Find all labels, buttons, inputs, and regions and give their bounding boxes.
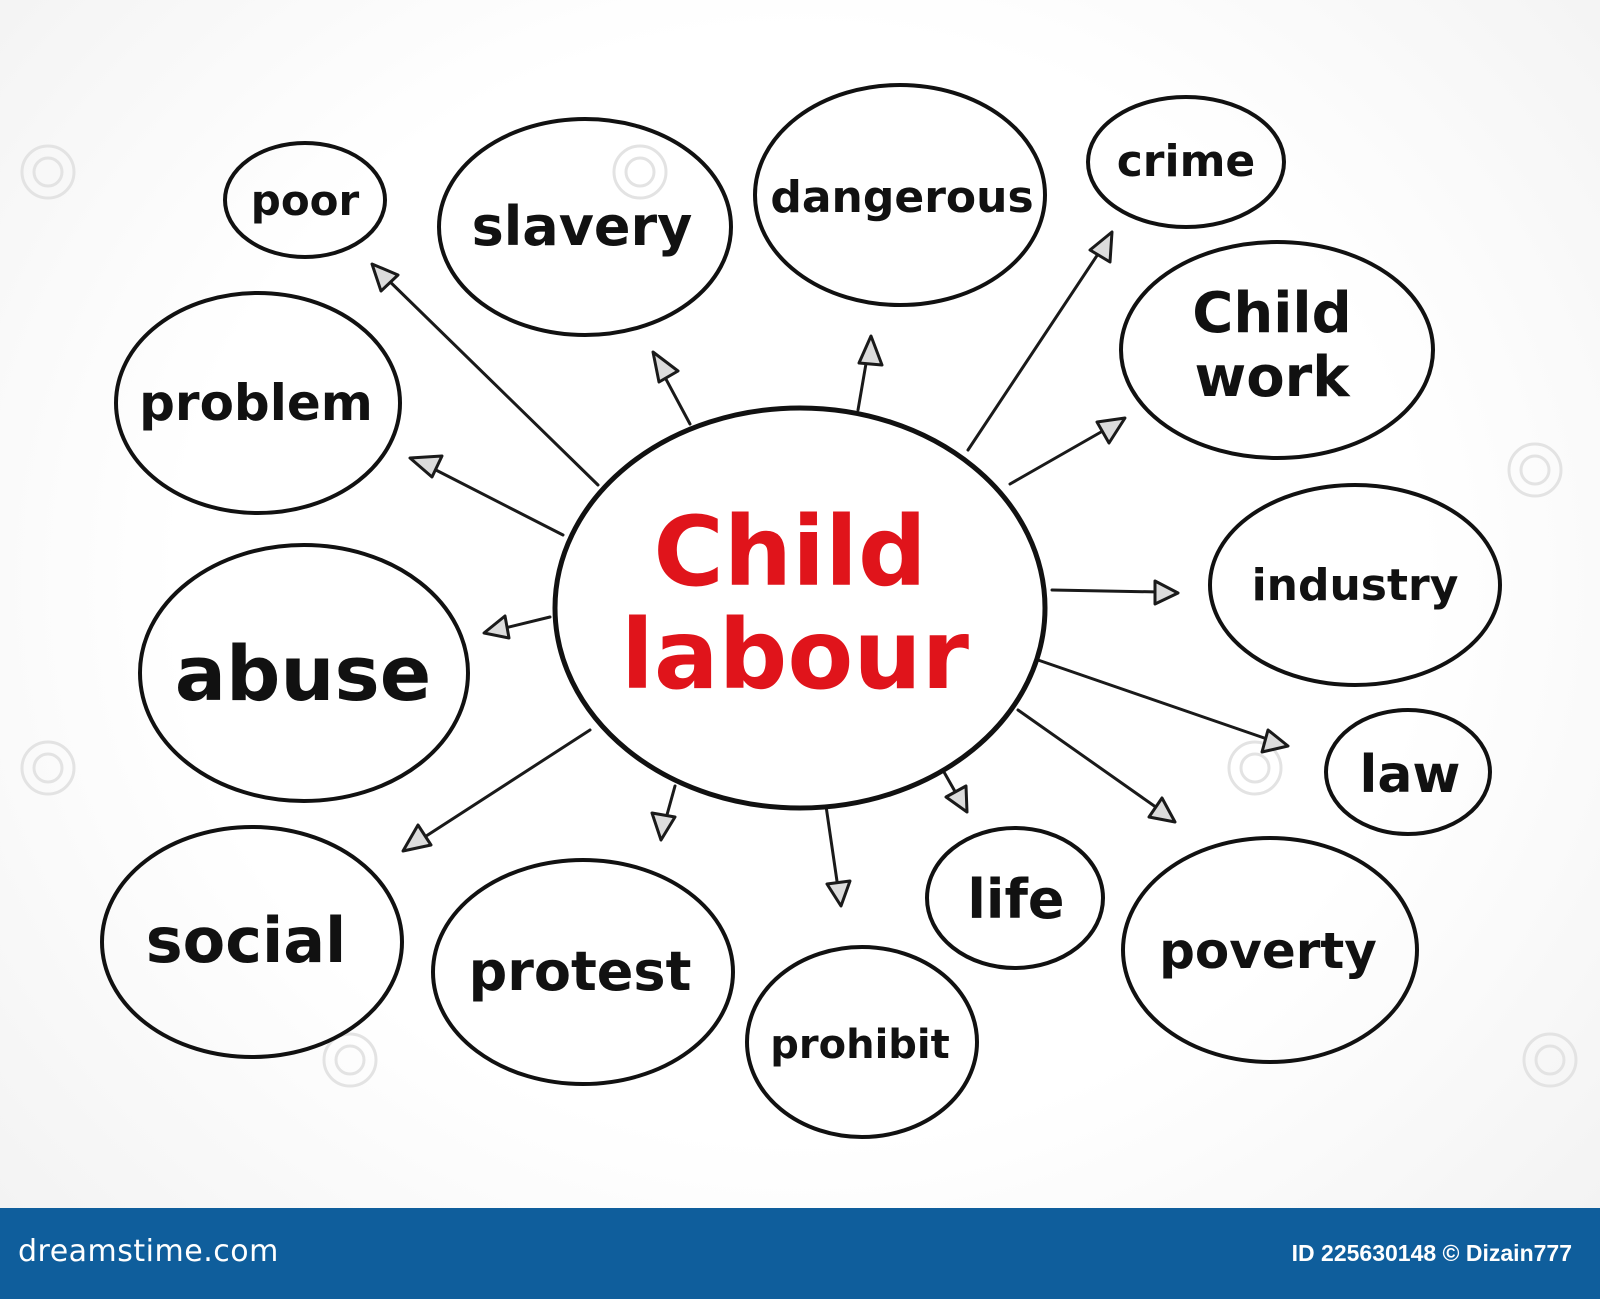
node-label-child-work-line1: Child	[1192, 281, 1351, 346]
arrowhead-abuse	[482, 614, 511, 640]
connectors	[370, 230, 1290, 908]
node-label-law: law	[1360, 745, 1461, 805]
arrowhead-protest	[650, 811, 677, 842]
connector-abuse	[503, 615, 552, 630]
footer-image-id: ID 225630148 © Dizain777	[1291, 1240, 1572, 1266]
node-ellipse-social	[100, 825, 404, 1059]
node-ellipse-poor	[223, 141, 387, 259]
node-ellipse-problem	[114, 291, 402, 515]
node-label-slavery: slavery	[472, 195, 693, 258]
node-ellipse-poverty	[1121, 836, 1419, 1064]
arrowhead-poor	[370, 262, 400, 293]
arrowhead-problem	[408, 454, 444, 479]
node-ellipse-industry	[1208, 483, 1502, 687]
node-label-child-work-line2: work	[1194, 345, 1351, 410]
arrowhead-social	[401, 823, 433, 853]
node-labels: poor slavery dangerous crime Child work …	[139, 136, 1460, 1068]
node-label-abuse: abuse	[175, 629, 432, 718]
connector-child-work	[1008, 426, 1110, 486]
node-ellipse-law	[1324, 708, 1492, 836]
node-label-prohibit: prohibit	[770, 1022, 950, 1068]
node-label-life: life	[967, 868, 1064, 931]
connector-poverty	[1016, 708, 1162, 812]
mind-map-canvas: poor slavery dangerous crime Child work …	[20, 83, 1578, 1139]
connector-industry	[1050, 588, 1162, 594]
arrowhead-prohibit	[825, 879, 852, 908]
arrowhead-crime	[1088, 230, 1114, 264]
node-label-dangerous: dangerous	[770, 172, 1033, 223]
node-ellipse-life	[925, 826, 1105, 970]
node-ellipse-crime	[1086, 95, 1286, 229]
connector-law	[1036, 658, 1272, 742]
center-ellipse	[552, 405, 1048, 811]
node-label-poverty: poverty	[1159, 922, 1377, 980]
center-label-line1: Child	[653, 496, 926, 608]
arrowhead-law	[1260, 728, 1290, 754]
connector-crime	[966, 246, 1104, 452]
node-label-problem: problem	[139, 374, 373, 432]
arrowhead-poverty	[1147, 796, 1177, 824]
arrowhead-life	[944, 784, 969, 814]
node-label-crime: crime	[1117, 136, 1256, 187]
footer-brand-logo[interactable]: dreamstime.com	[18, 1234, 279, 1269]
arrowhead-slavery	[651, 350, 680, 384]
node-label-social: social	[146, 904, 347, 977]
node-label-protest: protest	[469, 940, 692, 1003]
center-node: Child labour	[552, 405, 1048, 811]
footer-bar: dreamstime.com ID 225630148 © Dizain777	[0, 1208, 1600, 1299]
watermark	[20, 144, 1578, 1088]
arrowhead-dangerous	[857, 334, 884, 367]
center-label-line2: labour	[621, 599, 970, 711]
node-ellipse-protest	[431, 858, 735, 1086]
node-ellipse-slavery	[437, 117, 733, 337]
nodes	[100, 83, 1502, 1139]
node-label-poor: poor	[251, 176, 360, 225]
arrowhead-child-work	[1095, 416, 1127, 445]
connector-prohibit	[824, 804, 840, 890]
node-ellipse-prohibit	[745, 945, 979, 1139]
connector-social	[418, 728, 592, 842]
node-label-industry: industry	[1252, 560, 1459, 611]
node-ellipse-child-work	[1119, 240, 1435, 460]
node-ellipse-dangerous	[753, 83, 1047, 307]
arrowhead-industry	[1153, 579, 1180, 606]
node-ellipse-abuse	[138, 543, 470, 803]
connector-poor	[378, 270, 600, 487]
connector-problem	[428, 465, 565, 537]
